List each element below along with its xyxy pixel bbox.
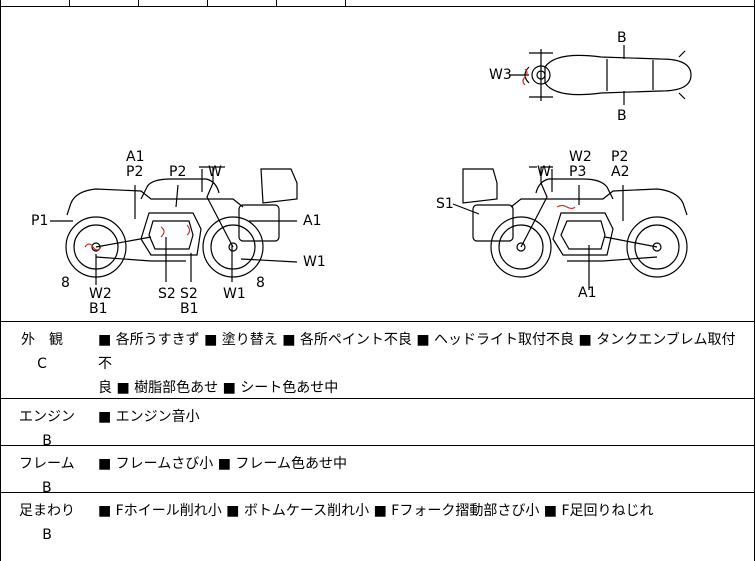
left-label-8b: 8	[256, 275, 265, 291]
category-name: エンジン	[19, 409, 75, 425]
right-label-w: W	[537, 164, 551, 180]
condition-items: ■ エンジン音小	[98, 405, 748, 429]
condition-items-line1: ■ Fホイール削れ小 ■ ボトムケース削れ小 ■ Fフォーク摺動部さび小 ■ F…	[98, 503, 654, 519]
category-grade: C	[37, 356, 47, 372]
condition-items-line1: ■ 各所うすきず ■ 塗り替え ■ 各所ペイント不良 ■ ヘッドライト取付不良 …	[98, 332, 736, 372]
right-label-w2: W2	[569, 149, 592, 165]
category-grade: B	[42, 433, 52, 449]
left-label-a1-right: A1	[303, 213, 322, 229]
right-label-a2: A2	[611, 164, 630, 180]
left-label-p1: P1	[31, 213, 49, 229]
condition-items: ■ Fホイール削れ小 ■ ボトムケース削れ小 ■ Fフォーク摺動部さび小 ■ F…	[98, 499, 748, 523]
condition-items: ■ 各所うすきず ■ 塗り替え ■ 各所ペイント不良 ■ ヘッドライト取付不良 …	[98, 328, 748, 400]
right-label-p3: P3	[569, 164, 587, 180]
left-label-b1a: B1	[89, 301, 108, 317]
category-grade: B	[42, 527, 52, 543]
motorcycle-top-view	[509, 45, 692, 105]
motorcycle-right-view	[452, 166, 688, 290]
condition-row-suspension: 足まわり B ■ Fホイール削れ小 ■ ボトムケース削れ小 ■ Fフォーク摺動部…	[1, 492, 755, 561]
top-view-label-b-bottom: B	[617, 108, 627, 124]
top-view-label-w3: W3	[489, 67, 512, 83]
category-name: 足まわり	[19, 503, 75, 519]
damage-diagram: B W3 B A1 P2 P2 W P1 A1 W1 8 8 W2 B1 S2 …	[1, 7, 755, 321]
left-label-w1-right: W1	[303, 254, 326, 270]
left-label-s2a: S2	[158, 286, 176, 302]
condition-row-frame: フレーム B ■ フレームさび小 ■ フレーム色あせ中	[1, 445, 755, 496]
condition-category: エンジン B	[19, 405, 75, 453]
category-name: 外 観	[21, 332, 63, 348]
condition-category: フレーム B	[19, 452, 75, 500]
condition-items-line1: ■ エンジン音小	[98, 409, 200, 425]
left-label-w: W	[208, 164, 222, 180]
category-name: フレーム	[19, 456, 75, 472]
right-label-p2: P2	[611, 149, 629, 165]
left-label-p2b: P2	[169, 164, 187, 180]
condition-items: ■ フレームさび小 ■ フレーム色あせ中	[98, 452, 748, 476]
condition-items-line1: ■ フレームさび小 ■ フレーム色あせ中	[98, 456, 347, 472]
left-label-b1b: B1	[180, 301, 199, 317]
condition-items-line2: 良 ■ 樹脂部色あせ ■ シート色あせ中	[98, 380, 339, 396]
left-label-p2a: P2	[126, 164, 144, 180]
condition-category: 足まわり B	[19, 499, 75, 547]
motorcycle-diagram-svg	[50, 45, 692, 290]
top-view-label-b-top: B	[617, 30, 627, 46]
left-label-a1: A1	[126, 149, 145, 165]
motorcycle-left-view	[50, 166, 298, 285]
category-grade: B	[41, 480, 52, 496]
left-label-w2: W2	[89, 286, 112, 302]
left-label-8a: 8	[61, 275, 70, 291]
left-label-w1: W1	[223, 286, 246, 302]
left-label-s2b: S2	[180, 286, 198, 302]
condition-category: 外 観 C	[21, 328, 63, 376]
right-label-s1: S1	[436, 196, 454, 212]
header-row-cutoff	[1, 0, 755, 7]
condition-row-exterior: 外 観 C ■ 各所うすきず ■ 塗り替え ■ 各所ペイント不良 ■ ヘッドライ…	[1, 321, 755, 398]
condition-row-engine: エンジン B ■ エンジン音小	[1, 398, 755, 449]
right-label-a1: A1	[578, 285, 597, 301]
